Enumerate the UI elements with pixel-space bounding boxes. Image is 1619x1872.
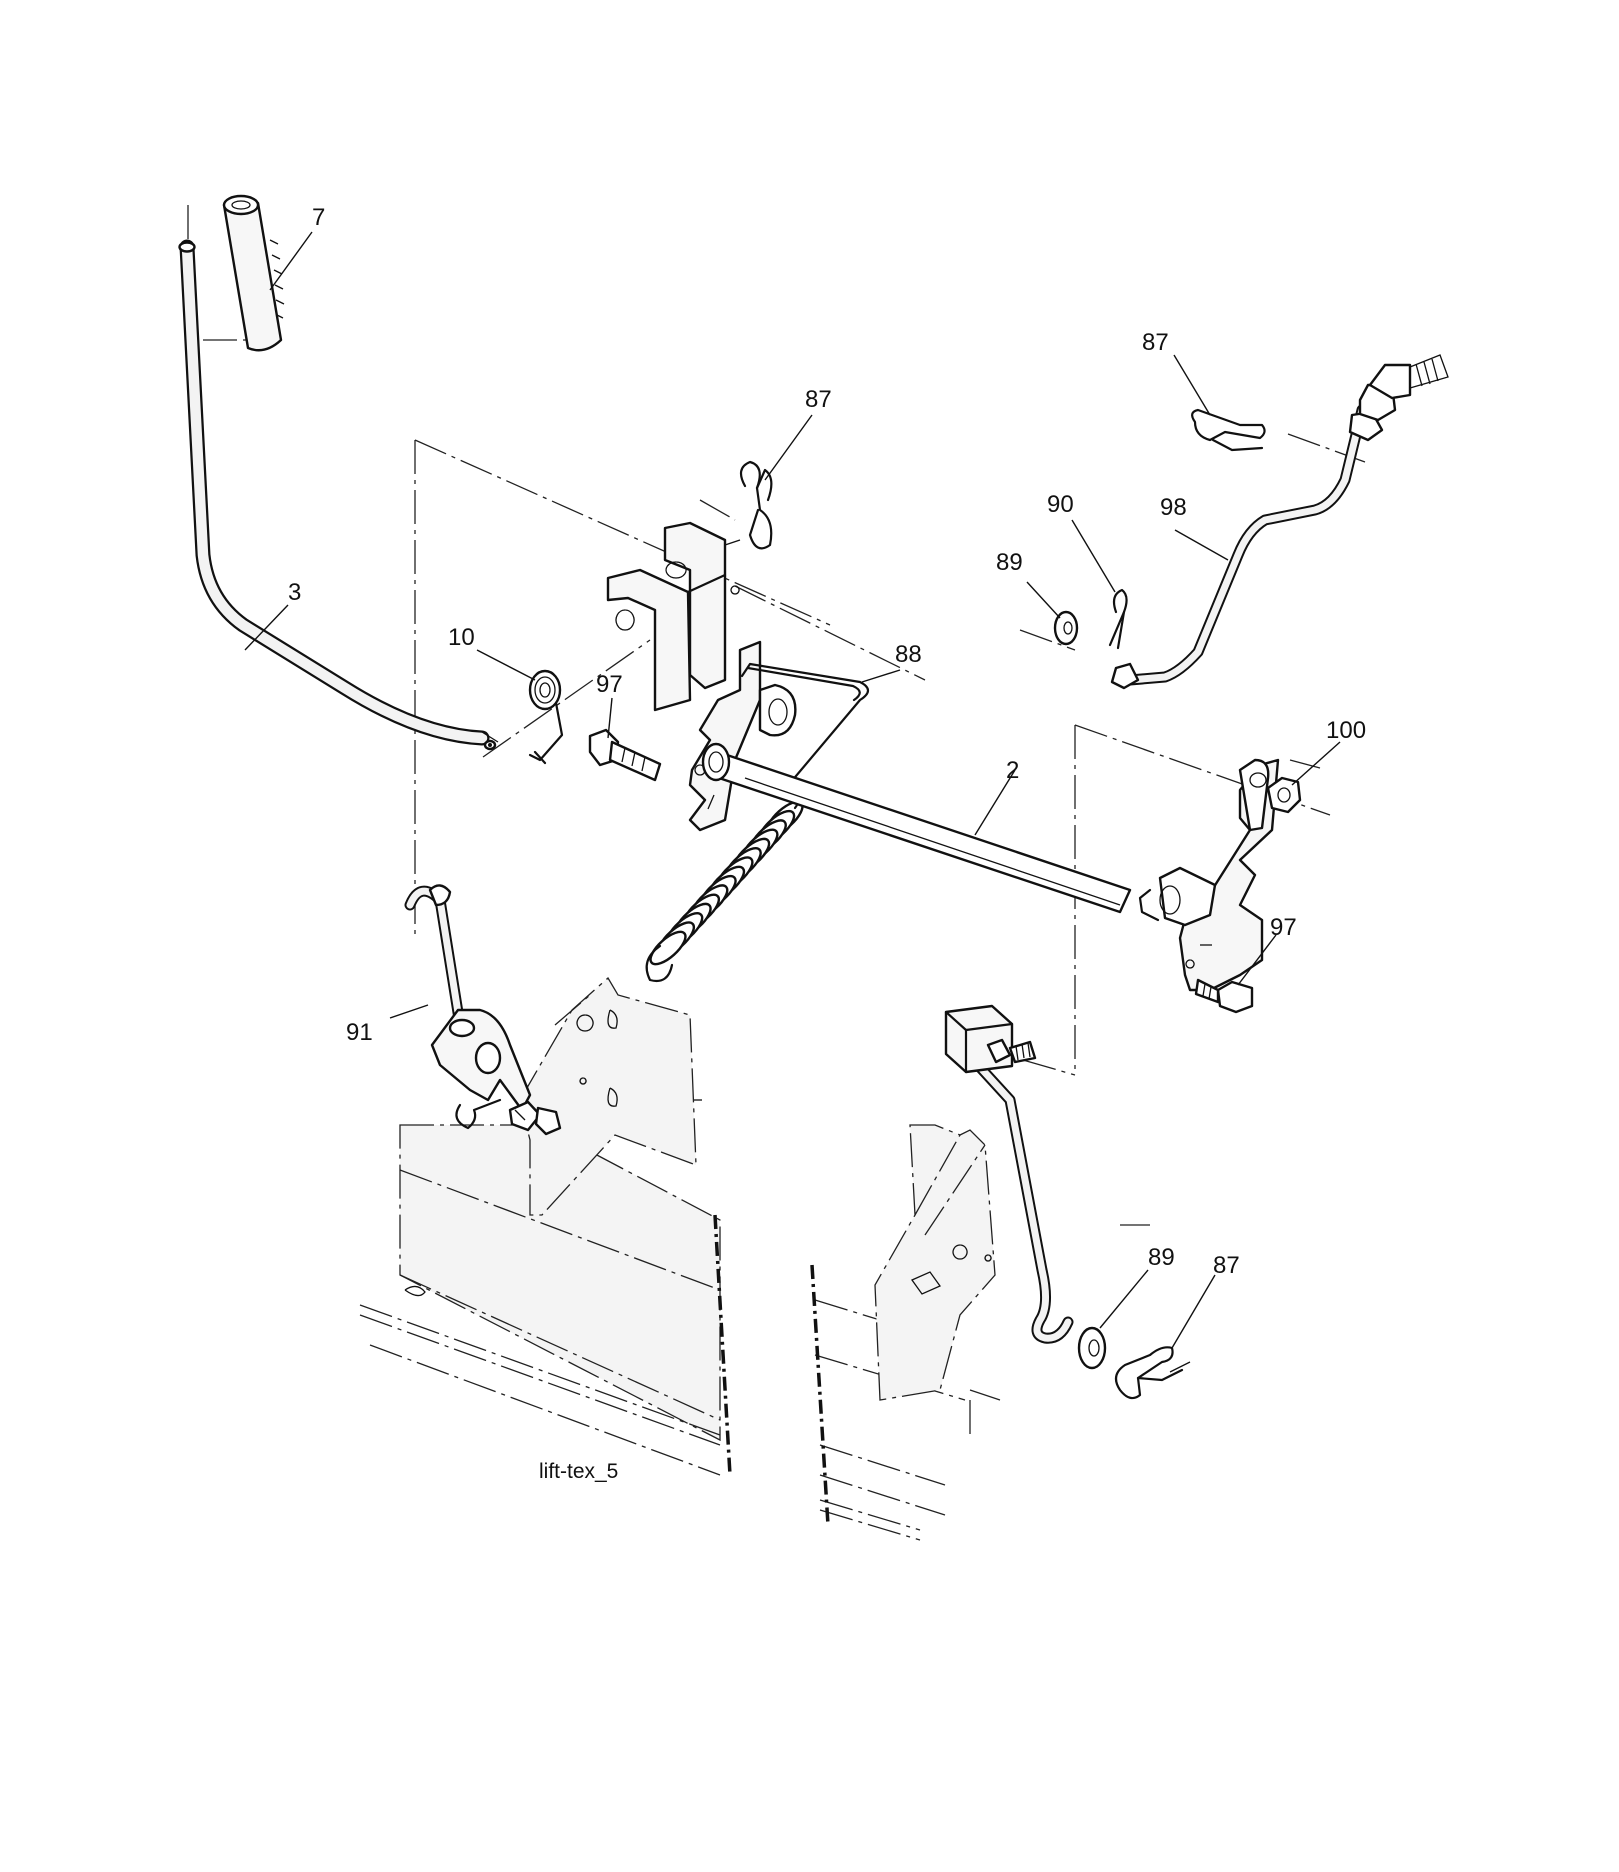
flat-washer-89-bottom xyxy=(1077,1326,1107,1370)
callout-7: 7 xyxy=(312,204,325,231)
callout-97-right: 97 xyxy=(1270,914,1297,941)
callout-100: 100 xyxy=(1326,717,1366,744)
flange-bolt-left xyxy=(588,728,662,782)
flange-bolt-right xyxy=(1194,978,1254,1014)
hairpin-clip-87-bottom xyxy=(1114,1346,1191,1400)
callout-3: 3 xyxy=(288,579,301,606)
pivot-plate xyxy=(688,640,797,832)
front-link-right xyxy=(944,1004,1074,1344)
front-link-left xyxy=(404,884,562,1136)
callout-91: 91 xyxy=(346,1019,373,1046)
hex-nut xyxy=(1266,776,1302,814)
diagram-caption: lift-tex_5 xyxy=(539,1460,618,1483)
adjustment-link-rod xyxy=(1110,354,1449,690)
callout-90: 90 xyxy=(1047,491,1074,518)
lift-bracket xyxy=(606,521,741,712)
callout-labels: 7 87 87 3 10 97 88 90 98 89 2 100 97 91 … xyxy=(288,204,1366,1279)
callout-87-top: 87 xyxy=(805,386,832,413)
hairpin-clip-87-right xyxy=(1191,408,1266,452)
extension-spring xyxy=(645,662,870,983)
hanger-bracket-left xyxy=(519,976,702,1216)
torsion-spring xyxy=(528,669,564,765)
cotter-pin xyxy=(1108,588,1128,650)
callout-88: 88 xyxy=(895,641,922,668)
callout-98: 98 xyxy=(1160,494,1187,521)
callout-97-left: 97 xyxy=(596,671,623,698)
spring-coil xyxy=(649,930,687,966)
lift-handle-rod xyxy=(178,239,499,751)
callout-87-right: 87 xyxy=(1142,329,1169,356)
callout-87-bottom: 87 xyxy=(1213,1252,1240,1279)
lift-arm-right xyxy=(1138,758,1280,992)
callout-2: 2 xyxy=(1006,757,1019,784)
callout-10: 10 xyxy=(448,624,475,651)
hanger-bracket-right xyxy=(874,1124,996,1401)
cross-shaft xyxy=(701,742,1132,914)
leader-lines xyxy=(244,231,1341,1349)
callout-89-bottom: 89 xyxy=(1148,1244,1175,1271)
callout-89-top: 89 xyxy=(996,549,1023,576)
deck-right-phantom xyxy=(810,1264,1001,1541)
flat-washer-89-top xyxy=(1053,610,1079,646)
handle-grip xyxy=(222,194,285,352)
hairpin-clip-87-top xyxy=(739,460,773,550)
